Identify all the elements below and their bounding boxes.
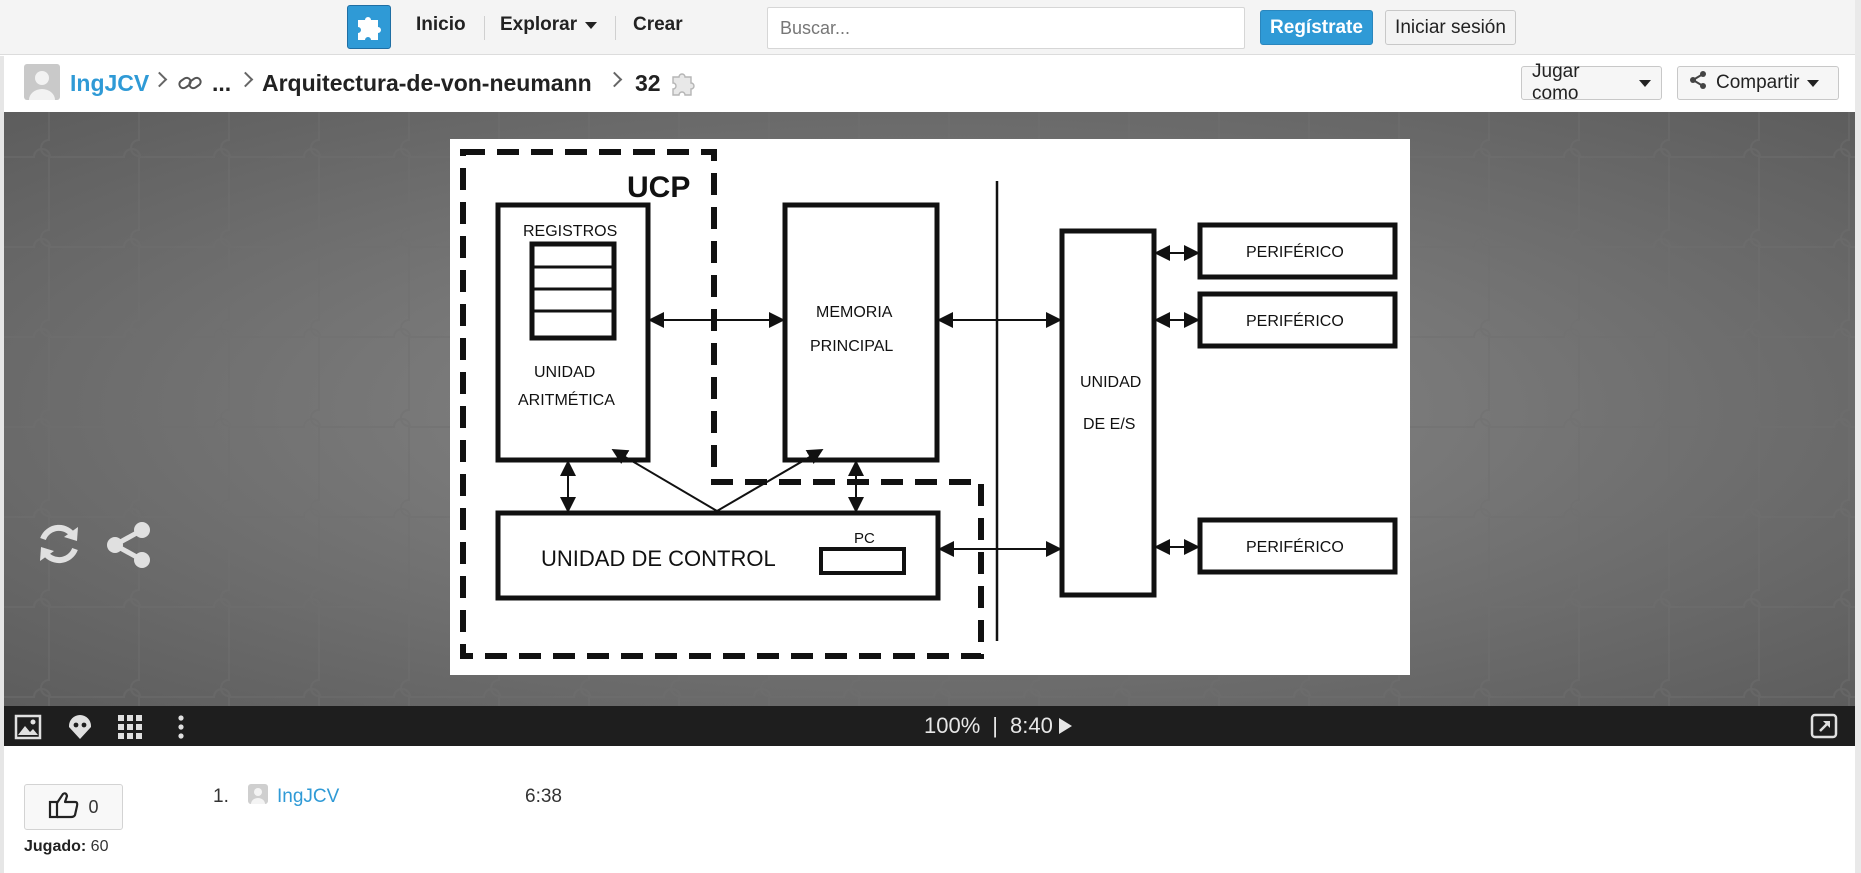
nav-divider [484,16,485,40]
nav-create-link[interactable]: Crear [633,14,683,36]
timer: 8:40 [1010,713,1053,738]
fullscreen-icon[interactable] [1810,713,1838,744]
chevron-down-icon [585,21,598,29]
puzzle-image[interactable]: UCP REGISTROS UNIDAD ARITMÉTICA MEMORIA … [450,139,1410,675]
grid-icon[interactable] [117,714,143,745]
like-button[interactable]: 0 [24,784,123,830]
played-value: 60 [90,838,109,855]
share-icon[interactable] [104,520,154,575]
io-label-1: UNIDAD [1080,374,1141,391]
memory-label-2: PRINCIPAL [810,338,893,355]
jigsaw-logo-icon[interactable] [347,5,391,49]
play-icon[interactable] [1058,718,1072,734]
alu-label-1: UNIDAD [534,364,595,381]
image-icon[interactable] [14,714,42,745]
nav-home-link[interactable]: Inicio [416,14,466,36]
piece-count: 32 [635,70,661,96]
refresh-icon[interactable] [34,519,84,574]
top-navigation-bar: Inicio Explorar Crear Regístrate Iniciar… [0,0,1861,55]
search-input[interactable] [767,7,1245,49]
share-icon [1688,70,1708,96]
leaderboard-time: 6:38 [525,786,562,807]
breadcrumb-title[interactable]: Arquitectura-de-von-neumann [262,70,592,96]
registers-label: REGISTROS [523,223,617,240]
chevron-down-icon [1639,79,1651,87]
nav-home-label: Inicio [416,14,466,35]
avatar[interactable] [24,64,60,100]
peripheral-label-3: PERIFÉRICO [1246,537,1344,556]
control-unit-label: UNIDAD DE CONTROL [541,546,776,571]
chevron-down-icon [1807,79,1820,87]
play-as-dropdown[interactable]: Jugar como [1521,61,1662,104]
status-separator: | [992,713,998,738]
link-icon[interactable] [176,71,204,100]
breadcrumb: IngJCV ... Arquitectura-de-von-neumann 3… [4,56,1855,112]
ucp-label: UCP [627,171,690,204]
peripheral-label-2: PERIFÉRICO [1246,311,1344,330]
nav-divider [615,16,616,40]
share-dropdown[interactable]: Compartir [1677,66,1839,100]
leaderboard-rank: 1. [213,786,229,807]
chevron-right-icon [237,71,254,88]
register-button[interactable]: Regístrate [1260,10,1373,45]
io-label-2: DE E/S [1083,416,1135,433]
alu-label-2: ARITMÉTICA [518,390,615,409]
page-left-edge [0,56,4,873]
nav-explore-label: Explorar [500,14,578,35]
login-button[interactable]: Iniciar sesión [1385,10,1516,45]
zoom-level: 100% [924,713,981,738]
play-as-label: Jugar como [1532,61,1580,104]
peripheral-label-1: PERIFÉRICO [1246,242,1344,261]
played-count: Jugado: 60 [24,838,108,856]
thumbs-up-icon [48,791,80,824]
played-label: Jugado: [24,838,87,855]
puzzle-status: 100% | 8:40 [924,713,1072,739]
leaderboard-user-link[interactable]: IngJCV [277,786,340,807]
nav-explore-dropdown[interactable]: Explorar [500,14,598,36]
breadcrumb-user-link[interactable]: IngJCV [70,70,150,96]
page-scrollbar[interactable] [1855,0,1861,873]
von-neumann-diagram: UCP REGISTROS UNIDAD ARITMÉTICA MEMORIA … [460,149,1398,659]
breadcrumb-ellipsis[interactable]: ... [212,70,232,96]
share-label: Compartir [1716,72,1800,93]
memory-label-1: MEMORIA [816,304,893,321]
puzzle-piece-icon [668,68,698,103]
chevron-right-icon [151,71,168,88]
like-count: 0 [88,796,99,817]
chevron-right-icon [606,71,623,88]
puzzle-stage[interactable]: UCP REGISTROS UNIDAD ARITMÉTICA MEMORIA … [4,112,1855,706]
avatar[interactable] [248,784,268,804]
nav-create-label: Crear [633,14,683,35]
ghost-icon[interactable] [66,714,94,745]
more-vertical-icon[interactable] [176,714,186,745]
pc-label: PC [854,530,875,547]
puzzle-toolbar: 100% | 8:40 [4,706,1855,746]
